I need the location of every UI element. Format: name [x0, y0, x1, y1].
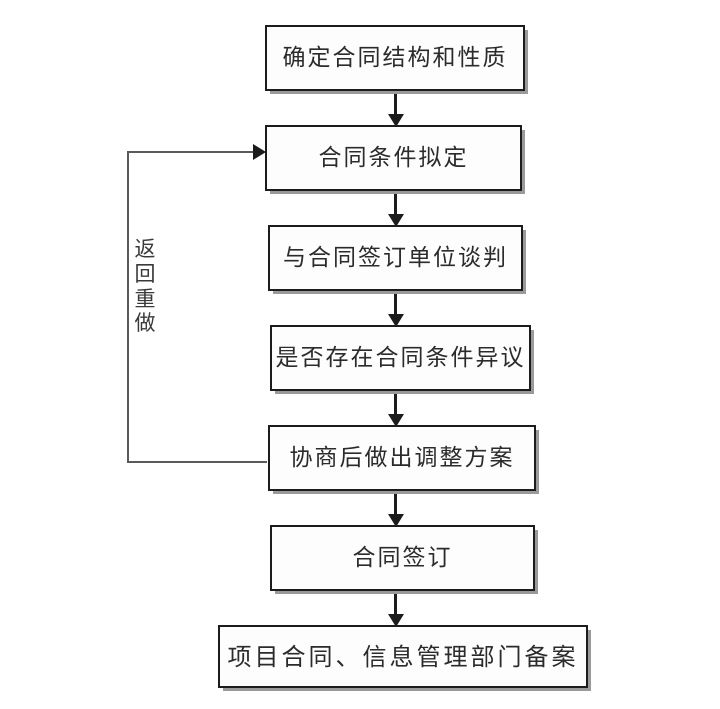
- flow-node-check-term-objections[interactable]: 是否存在合同条件异议: [270, 325, 531, 391]
- connector-n5-n6-arrowhead-icon: [388, 514, 404, 527]
- connector-n1-n2-arrowhead-icon: [388, 114, 404, 127]
- feedback-loop-bottom-line: [127, 461, 267, 463]
- connector-n3-n4-arrowhead-icon: [388, 314, 404, 327]
- feedback-loop-vertical-line: [127, 151, 129, 463]
- connector-n1-n2: [394, 90, 397, 122]
- connector-n3-n4: [394, 290, 397, 322]
- loop-label-char-1: 返: [134, 237, 156, 261]
- connector-n2-n3: [394, 190, 397, 222]
- flow-node-label: 与合同签订单位谈判: [283, 244, 508, 271]
- connector-n4-n5-arrowhead-icon: [388, 414, 404, 427]
- feedback-loop-label: 返 回 重 做: [132, 237, 158, 336]
- loop-label-char-4: 做: [134, 311, 156, 336]
- flow-node-label: 项目合同、信息管理部门备案: [227, 642, 579, 671]
- loop-label-char-2: 回: [134, 261, 156, 286]
- feedback-loop-top-line: [127, 151, 255, 153]
- feedback-loop-arrowhead-icon: [253, 144, 266, 160]
- flow-node-label: 合同条件拟定: [318, 144, 469, 171]
- flow-node-sign-contract[interactable]: 合同签订: [270, 525, 535, 591]
- connector-n6-n7-arrowhead-icon: [388, 614, 404, 627]
- connector-n6-n7: [394, 590, 397, 622]
- loop-label-char-3: 重: [134, 286, 156, 311]
- flow-node-label: 确定合同结构和性质: [282, 44, 508, 71]
- flow-node-determine-contract-structure[interactable]: 确定合同结构和性质: [265, 25, 525, 91]
- connector-n2-n3-arrowhead-icon: [388, 214, 404, 227]
- flow-node-negotiate-with-signing-party[interactable]: 与合同签订单位谈判: [268, 225, 523, 291]
- flow-node-label: 协商后做出调整方案: [289, 444, 515, 471]
- flow-node-adjust-plan-after-negotiation[interactable]: 协商后做出调整方案: [268, 425, 536, 491]
- connector-n4-n5: [394, 390, 397, 422]
- connector-n5-n6: [394, 490, 397, 522]
- flow-node-label: 合同签订: [352, 544, 453, 571]
- flow-node-label: 是否存在合同条件异议: [275, 344, 526, 371]
- flow-node-draft-contract-terms[interactable]: 合同条件拟定: [265, 125, 522, 191]
- flow-node-file-with-info-management-dept[interactable]: 项目合同、信息管理部门备案: [218, 625, 588, 688]
